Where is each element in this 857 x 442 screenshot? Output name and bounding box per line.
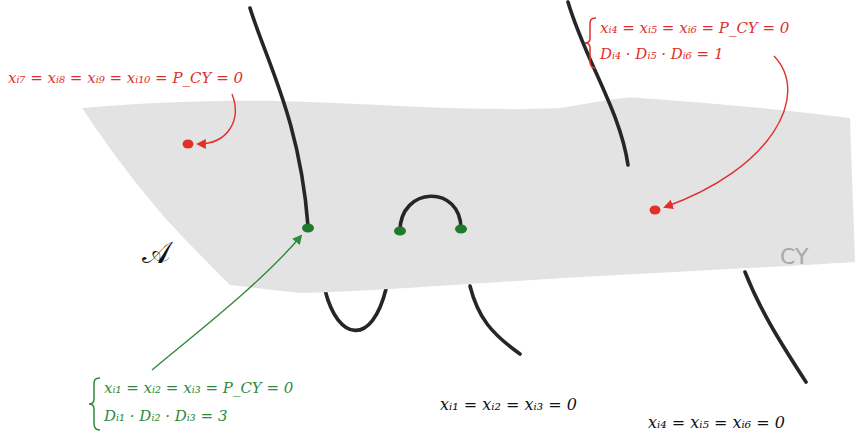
brace	[89, 378, 100, 430]
green-dot	[455, 225, 467, 234]
constraint-label: xᵢ₇ = xᵢ₈ = xᵢ₉ = xᵢ₁₀ = P_CY = 0	[8, 70, 243, 87]
locus-label: xᵢ₁ = xᵢ₂ = xᵢ₃ = 0	[440, 396, 577, 414]
surface-label: CY	[780, 244, 808, 269]
curve	[400, 196, 461, 231]
curve	[470, 286, 520, 354]
callout-arrow	[665, 56, 788, 207]
constraint-label: xᵢ₁ = xᵢ₂ = xᵢ₃ = P_CY = 0	[104, 380, 293, 397]
green-dot	[302, 224, 314, 233]
constraint-label: xᵢ₄ = xᵢ₅ = xᵢ₆ = P_CY = 0	[600, 20, 789, 37]
space-label: 𝒜	[142, 236, 170, 271]
red-dot	[650, 206, 661, 215]
curve	[325, 289, 386, 330]
curve	[250, 8, 308, 226]
locus-label: xᵢ₄ = xᵢ₅ = xᵢ₆ = 0	[648, 414, 785, 432]
brace	[585, 18, 596, 68]
surface	[82, 98, 855, 293]
curve	[745, 272, 806, 382]
callout-arrow	[152, 236, 301, 370]
intersection-label: Dᵢ₄ · Dᵢ₅ · Dᵢ₆ = 1	[600, 46, 723, 63]
callout-arrow	[198, 94, 235, 144]
intersection-label: Dᵢ₁ · Dᵢ₂ · Dᵢ₃ = 3	[104, 408, 227, 425]
green-dot	[394, 227, 406, 236]
red-dot	[183, 140, 194, 149]
